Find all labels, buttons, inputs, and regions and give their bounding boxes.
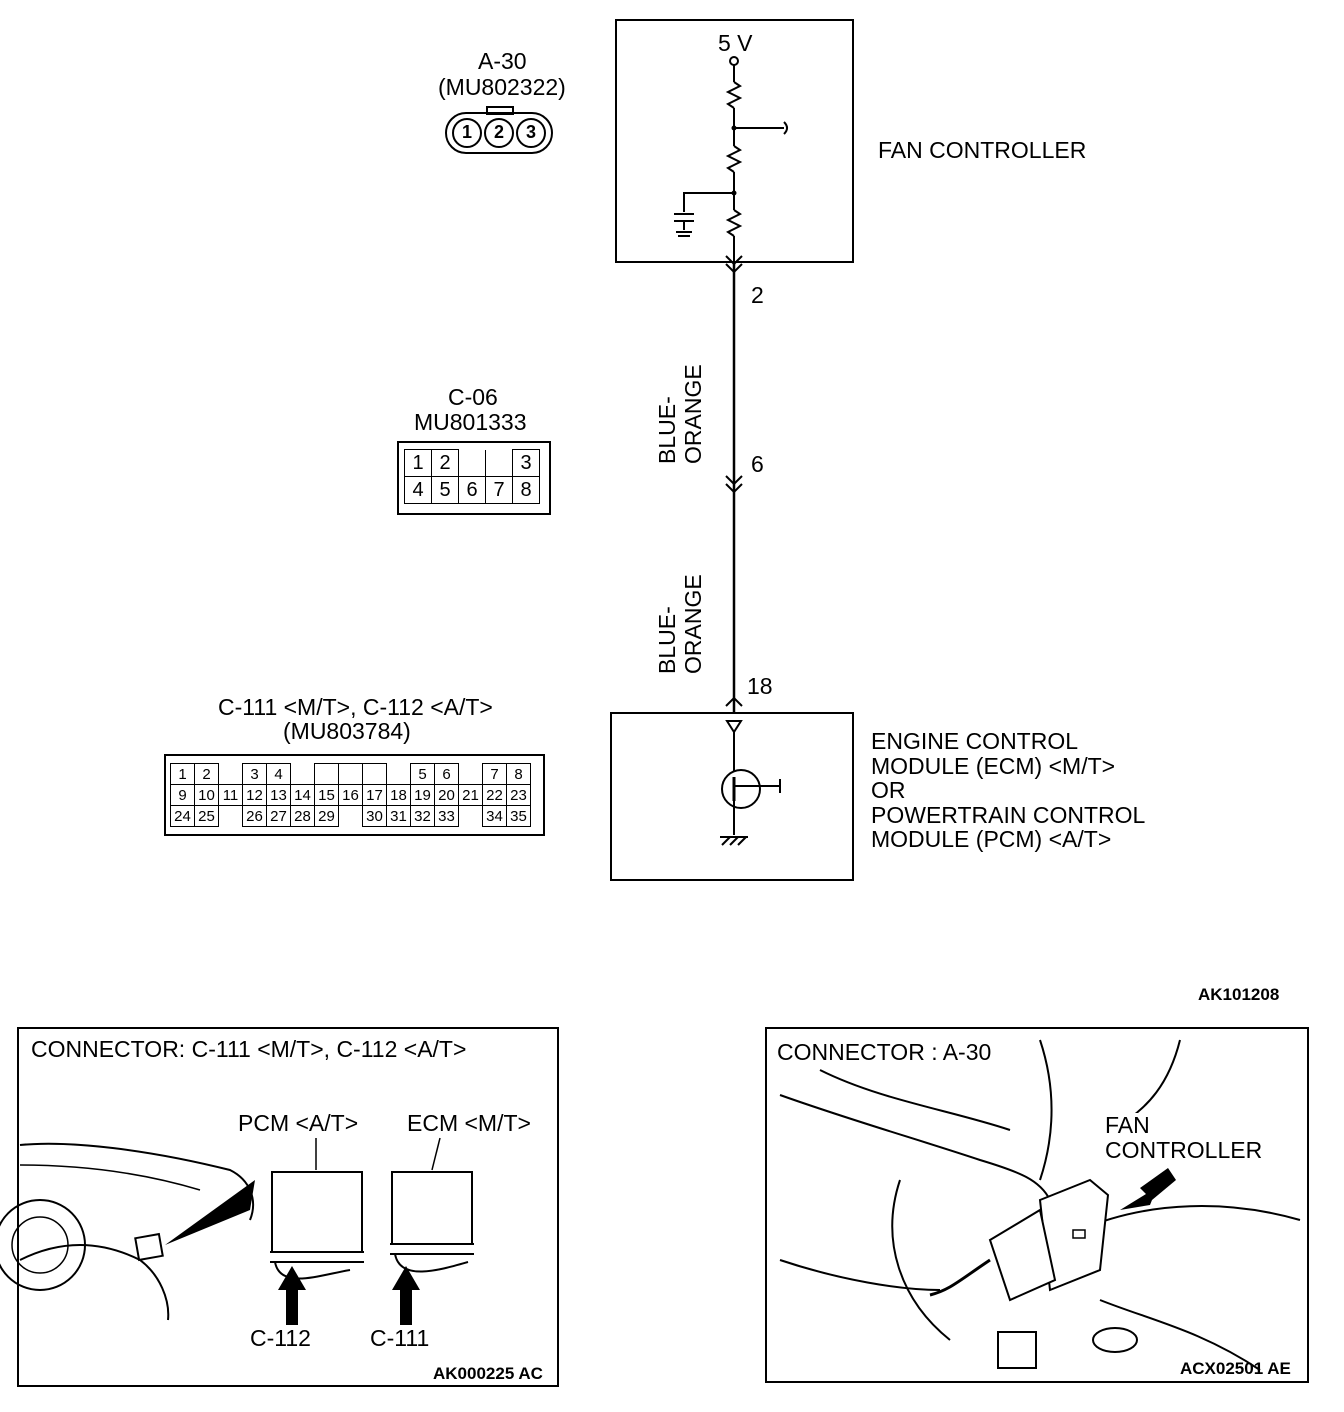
resistor-3 xyxy=(725,209,743,237)
pin-18-arrow xyxy=(725,696,743,707)
c111-connector-part: (MU803784) xyxy=(283,718,411,744)
fan-arrow xyxy=(1120,1168,1176,1210)
c112-label: C-112 xyxy=(250,1325,311,1351)
c111-connector-body xyxy=(164,754,545,836)
a30-connector-part: (MU802322) xyxy=(438,74,566,100)
a30-pin-2: 2 xyxy=(494,122,505,142)
diagram-code: AK101208 xyxy=(1198,985,1280,1004)
fan-controller-label: FAN CONTROLLER xyxy=(878,137,1087,163)
transistor xyxy=(721,769,761,809)
pcm-module xyxy=(271,1171,363,1253)
ecm-box xyxy=(610,712,854,881)
c111-label: C-111 xyxy=(370,1325,430,1351)
a30-connector-id: A-30 xyxy=(478,48,527,74)
c111-connector-id: C-111 <M/T>, C-112 <A/T> xyxy=(218,694,493,720)
pin-2-label: 2 xyxy=(751,282,764,308)
c06-connector-id: C-06 xyxy=(448,384,498,410)
panel-left-frame xyxy=(17,1027,559,1387)
panel-right-title: CONNECTOR : A-30 xyxy=(777,1039,992,1065)
panel-right-code: ACX02501 AE xyxy=(1180,1359,1291,1378)
panel-right-frame xyxy=(765,1027,1309,1383)
supply-voltage-label: 5 V xyxy=(718,30,753,56)
ecm-module xyxy=(391,1171,473,1245)
a30-pin-1: 1 xyxy=(462,122,473,142)
panel-left-title: CONNECTOR: C-111 <M/T>, C-112 <A/T> xyxy=(31,1036,467,1062)
c06-pin-table: 1 2 3 4 5 6 7 8 xyxy=(404,449,540,504)
supply-node xyxy=(729,56,739,66)
fan-controller-callout: FAN CONTROLLER xyxy=(1105,1112,1263,1163)
lower-wire-color: BLUE- ORANGE xyxy=(654,574,706,674)
c112-arrow xyxy=(278,1266,306,1325)
a30-pin-3: 3 xyxy=(526,122,537,142)
c06-connector-part: MU801333 xyxy=(414,409,527,435)
pin-6-label: 6 xyxy=(751,451,764,477)
c111-arrow xyxy=(392,1266,420,1325)
pin-6-arrow xyxy=(725,475,743,486)
pin-18-label: 18 xyxy=(747,673,773,699)
ecm-module-label: ECM <M/T> xyxy=(407,1110,531,1136)
panel-left-code: AK000225 AC xyxy=(433,1364,543,1383)
pcm-label: PCM <A/T> xyxy=(238,1110,359,1136)
c06-connector-body xyxy=(397,441,551,515)
ecm-label: ENGINE CONTROL MODULE (ECM) <M/T> OR POW… xyxy=(871,728,1146,852)
upper-wire-color: BLUE- ORANGE xyxy=(654,364,706,464)
resistor-1 xyxy=(725,81,743,109)
resistor-2 xyxy=(725,145,743,173)
